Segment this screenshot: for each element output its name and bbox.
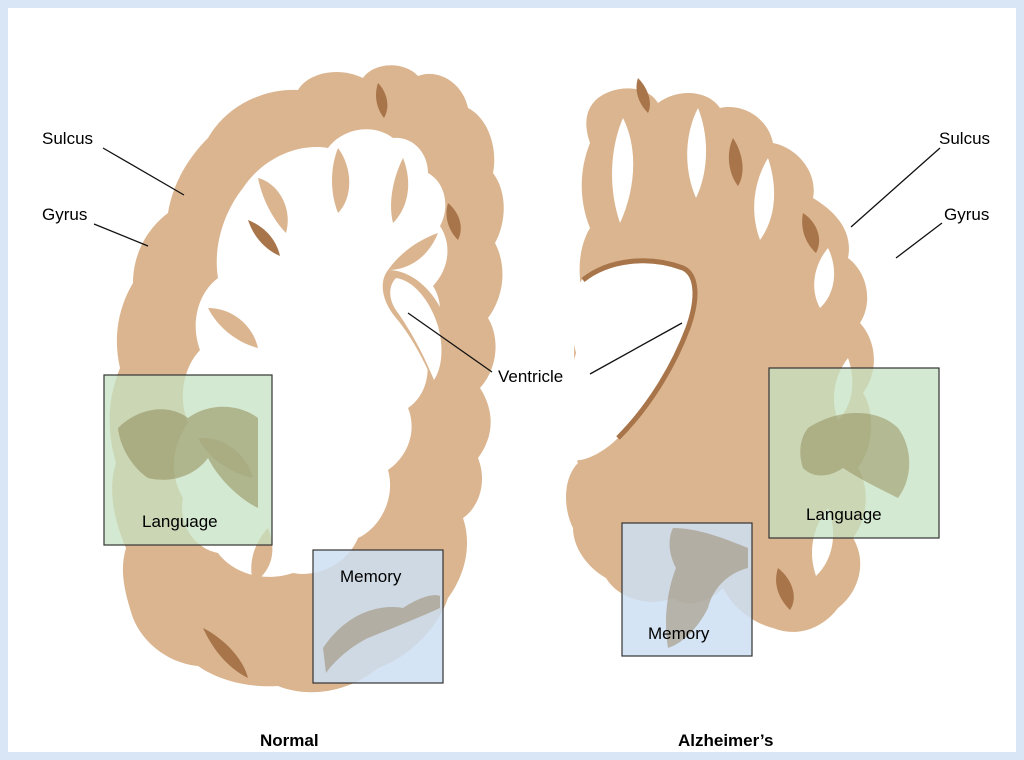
normal-hemisphere xyxy=(94,65,504,692)
figure-frame: Sulcus Gyrus Sulcus Gyrus Ventricle Lang… xyxy=(8,8,1016,752)
caption-alzheimers: Alzheimer’s xyxy=(678,732,773,749)
label-sulcus-normal: Sulcus xyxy=(42,130,93,147)
label-memory-normal: Memory xyxy=(340,568,401,585)
alzheimers-hemisphere xyxy=(566,78,942,656)
caption-normal: Normal xyxy=(260,732,319,749)
label-sulcus-alzheimers: Sulcus xyxy=(939,130,990,147)
label-language-normal: Language xyxy=(142,513,218,530)
alzheimers-gyrus-pointer xyxy=(896,223,942,258)
normal-gyrus-pointer xyxy=(94,224,148,246)
alzheimers-sulcus-pointer xyxy=(851,148,940,227)
label-gyrus-alzheimers: Gyrus xyxy=(944,206,989,223)
label-ventricle: Ventricle xyxy=(498,368,563,385)
label-gyrus-normal: Gyrus xyxy=(42,206,87,223)
normal-sulcus-pointer xyxy=(103,148,184,195)
label-memory-alzheimers: Memory xyxy=(648,625,709,642)
label-language-alzheimers: Language xyxy=(806,506,882,523)
